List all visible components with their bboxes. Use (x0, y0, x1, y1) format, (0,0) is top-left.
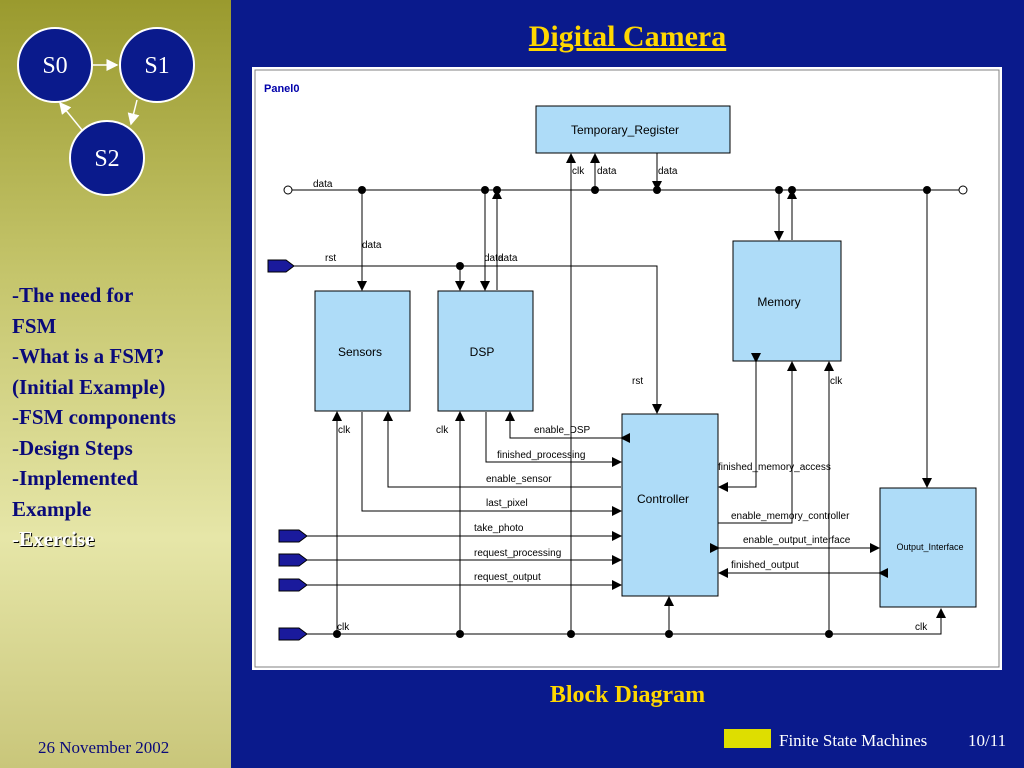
dsp-label: DSP (470, 345, 495, 359)
footer-accent-box (724, 729, 771, 748)
controller-rst-label: rst (632, 376, 643, 387)
diagram-panel: Panel0 Temporary_Register Memory Sensors… (252, 67, 1002, 670)
tempreg-data-in-label: data (597, 166, 617, 177)
outline-item[interactable]: -FSM components (12, 405, 176, 429)
request-output-port-icon (278, 578, 308, 592)
sensors-data-label: data (362, 240, 382, 251)
data-bus-terminal-right (958, 185, 968, 195)
enable-output-interface-label: enable_output_interface (743, 535, 851, 546)
output-clk-label: clk (915, 622, 928, 633)
fsm-label-s1: S1 (144, 53, 169, 79)
panel-label: Panel0 (264, 83, 299, 95)
dsp-data-in-label: data (484, 253, 504, 264)
request-processing-port-icon (278, 553, 308, 567)
controller-label: Controller (637, 492, 689, 506)
panel-border (254, 69, 1000, 668)
outline-item[interactable]: -The need for (12, 283, 134, 307)
finished-processing-label: finished_processing (497, 450, 585, 461)
enable-memory-controller-label: enable_memory_controller (731, 511, 850, 522)
take-photo-label: take_photo (474, 523, 524, 534)
memory-clk-label: clk (830, 376, 843, 387)
outline-item[interactable]: Example (12, 496, 92, 521)
rst-label: rst (325, 253, 336, 264)
data-bus-terminal-left (283, 185, 293, 195)
enable-memory-controller-wire (718, 361, 797, 524)
last-pixel-wire (361, 412, 622, 516)
output-interface-block[interactable] (879, 487, 977, 608)
clk-port-icon (278, 627, 308, 641)
fsm-state-diagram: S0 S1 S2 (17, 27, 195, 196)
fsm-label-s2: S2 (94, 146, 119, 172)
last-pixel-label: last_pixel (486, 498, 528, 509)
request-processing-label: request_processing (474, 548, 561, 559)
clk-bus-label: clk (337, 622, 350, 633)
temporary-register-label: Temporary_Register (571, 123, 679, 137)
outline-item[interactable]: (Initial Example) (12, 374, 166, 399)
dsp-block[interactable] (437, 290, 534, 412)
diagram-caption: Block Diagram (549, 682, 706, 708)
fsm-state-s1 (119, 27, 195, 103)
enable-sensor-label: enable_sensor (486, 474, 552, 485)
fsm-edge-s2-s0 (59, 101, 83, 131)
controller-block[interactable] (621, 413, 719, 597)
dsp-data-out-label: data (498, 253, 518, 264)
clk-bus-wire (307, 608, 946, 635)
slide-date: 26 November 2002 (38, 738, 170, 757)
outline-item[interactable]: -Design Steps (12, 435, 133, 460)
footer-title: Finite State Machines (779, 731, 928, 750)
rst-wire (294, 265, 662, 414)
tempreg-clk-label: clk (572, 166, 585, 177)
finished-memory-access-wire (718, 353, 761, 492)
enable-sensor-wire (383, 411, 621, 488)
outline-item[interactable]: -Implemented (12, 466, 138, 490)
sensors-clk-label: clk (338, 425, 351, 436)
memory-block[interactable] (732, 240, 842, 362)
memory-label: Memory (757, 295, 800, 309)
sidebar: S0 S1 S2 -The need for FSM -What is a FS… (0, 0, 231, 768)
sensors-label: Sensors (338, 345, 382, 359)
enable-dsp-wire (505, 411, 630, 443)
request-output-label: request_output (474, 572, 541, 583)
rst-port-icon (267, 259, 295, 273)
output-interface-label: Output_Interface (896, 542, 963, 552)
outline-item[interactable]: -What is a FSM? (12, 344, 165, 368)
outline-item[interactable]: FSM (12, 313, 57, 338)
fsm-state-s0 (17, 27, 93, 103)
fsm-label-s0: S0 (42, 53, 67, 79)
tempreg-data-out-label: data (658, 166, 678, 177)
finished-output-label: finished_output (731, 560, 799, 571)
data-bus-label: data (313, 179, 333, 190)
enable-dsp-label: enable_DSP (534, 425, 590, 436)
page-number: 10/11 (968, 731, 1007, 750)
finished-memory-access-label: finished_memory_access (718, 462, 831, 473)
outline-list: -The need for FSM -What is a FSM? (Initi… (12, 280, 227, 555)
outline-item-active[interactable]: -Exercise (12, 527, 95, 551)
sensors-block[interactable] (314, 290, 411, 412)
slide-title: Digital Camera (528, 20, 727, 53)
temporary-register-block[interactable] (535, 105, 731, 154)
junction-dot (567, 630, 575, 638)
block-diagram: Panel0 Temporary_Register Memory Sensors… (254, 69, 1000, 668)
take-photo-port-icon (278, 529, 308, 543)
dsp-clk-label: clk (436, 425, 449, 436)
slide-main: Digital Camera Panel0 Temporary_Register… (231, 0, 1024, 768)
finished-processing-wire (485, 412, 622, 467)
fsm-state-s2 (69, 120, 145, 196)
fsm-edge-s1-s2 (127, 99, 140, 126)
